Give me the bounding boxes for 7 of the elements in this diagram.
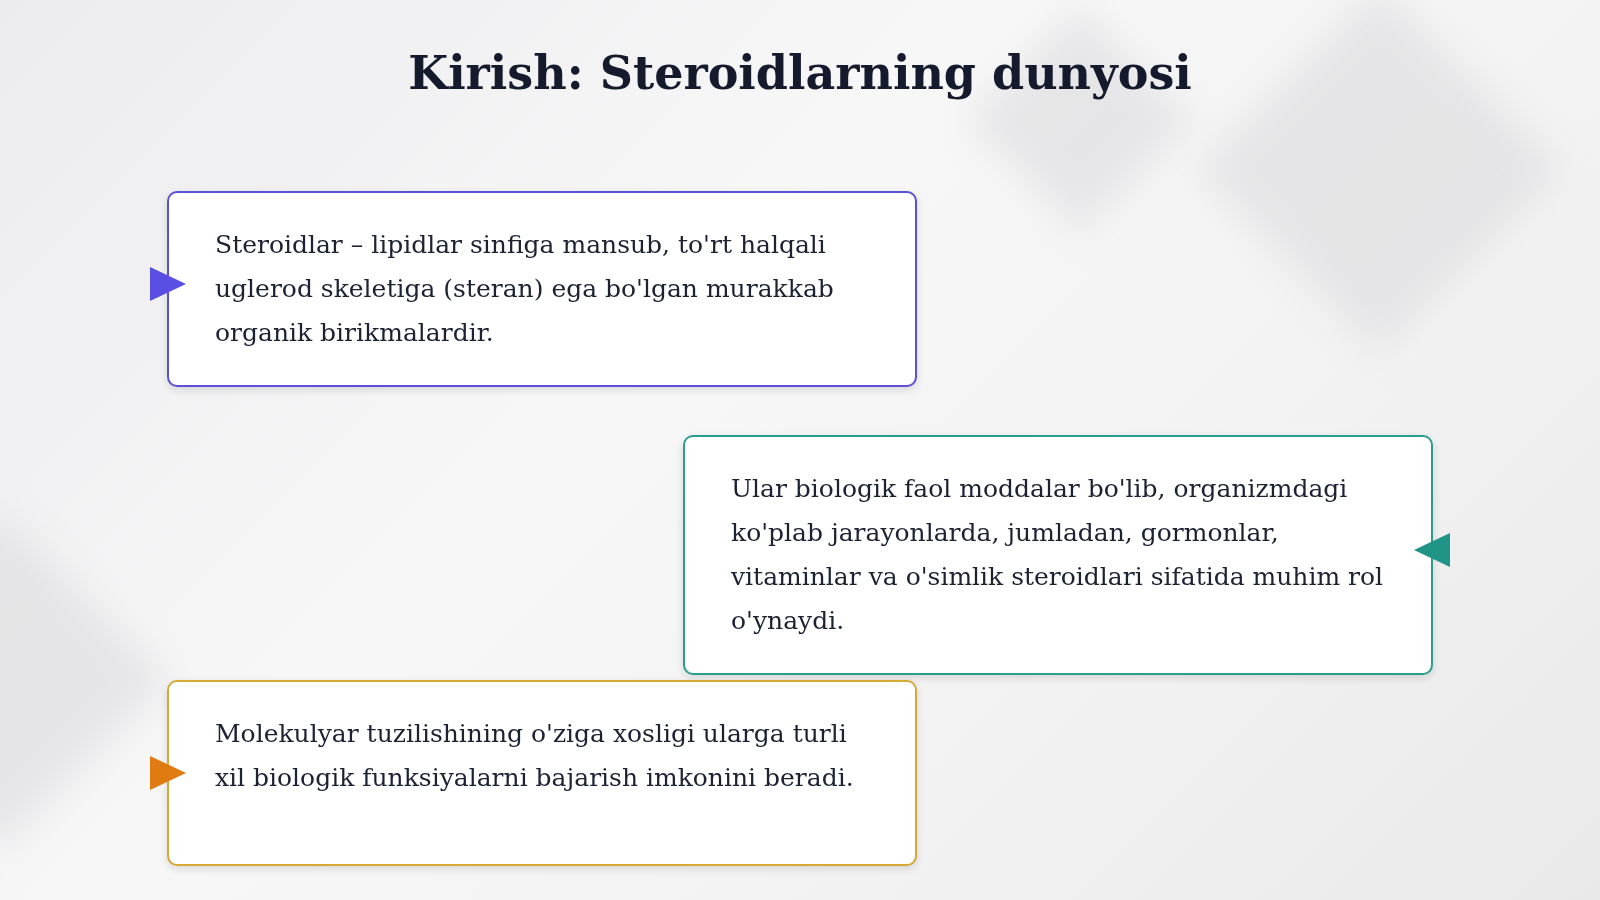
slide-title: Kirish: Steroidlarning dunyosi: [407, 46, 1193, 100]
text-card: [683, 435, 1433, 675]
card-text: Molekulyar tuzilishining o'ziga xosligi ularga turli xil biologik funksiyalarni bajarish imkonini beradi.: [215, 718, 855, 794]
text-card: [167, 191, 917, 387]
text-card: [167, 680, 917, 866]
card-text: Steroidlar – lipidlar sinfiga mansub, to'rt halqali uglerod skeletiga (steran) ega bo'lgan murakkab organik birikmalardir.: [215, 229, 835, 349]
card-text: Ular biologik faol moddalar bo'lib, organizmdagi ko'plab jarayonlarda, jumladan, gormonlar, vitaminlar va o'simlik steroidlari sifatida muhim rol o'ynaydi.: [731, 473, 1385, 637]
